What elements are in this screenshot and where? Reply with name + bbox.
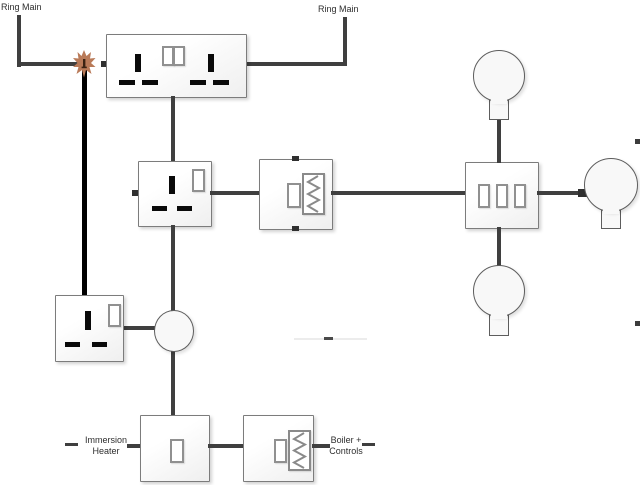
earth-pin-icon [85, 311, 91, 330]
rocker-switch-icon [108, 304, 121, 327]
switch-immersion [140, 415, 210, 482]
fcu-bottom [243, 415, 314, 482]
wire-fcu-to-boiler [312, 444, 330, 448]
spur-marker-star-icon [73, 50, 96, 78]
wire-immersion-to-switch [127, 444, 141, 448]
wire-ring-left-vertical [17, 15, 21, 67]
immersion-heater-label-line1: Immersion [84, 435, 127, 445]
wire-ring-right-vertical [343, 17, 347, 66]
boiler-controls-label: Boiler + Controls [326, 435, 366, 457]
wire-ring-right-horizontal [245, 62, 347, 66]
earth-pin-icon [208, 54, 214, 72]
wire-fcu-to-switch3gang [331, 191, 465, 195]
neutral-pin-icon [177, 206, 192, 211]
switch-3gang [465, 162, 539, 229]
ring-main-left-label: Ring Main [1, 2, 42, 12]
rocker-switch-icon [496, 184, 508, 208]
bulb-right [584, 158, 638, 212]
neutral-pin-icon [92, 342, 107, 347]
bulb-bottom [473, 265, 525, 317]
rocker-switch-icon [192, 169, 205, 192]
wire-midsocket-to-junction [171, 225, 175, 311]
neutral-pin-icon [142, 80, 158, 85]
rocker-switch-icon [514, 184, 526, 208]
rocker-switch-icon [287, 183, 301, 208]
rocker-switch-icon [478, 184, 490, 208]
wire-spur-black [82, 68, 87, 296]
connection-tick-fcu-top [292, 156, 299, 161]
boiler-lead-dash [362, 443, 375, 446]
wire-midsocket-to-fcu [210, 191, 259, 195]
edge-mark-bottom [635, 321, 640, 326]
single-socket-left [55, 295, 124, 362]
wire-junction-to-immersion-switch [171, 349, 175, 416]
fuse-icon [302, 173, 325, 215]
single-socket-mid [138, 161, 212, 227]
boiler-controls-label-line1: Boiler + [330, 435, 362, 445]
connection-tick-fcu-bottom [292, 226, 299, 231]
lamp-join [602, 206, 620, 214]
live-pin-icon [190, 80, 206, 85]
connection-tick-double-socket-left [101, 61, 107, 67]
rocker-switch-icon [170, 439, 184, 463]
immersion-heater-label-line2: Heater [92, 446, 120, 456]
fuse-icon [288, 430, 311, 471]
junction-circle [154, 310, 194, 352]
patch-handle-mark [324, 337, 333, 340]
wire-ring-left-horizontal [17, 62, 79, 66]
immersion-lead-dash [65, 443, 78, 446]
connection-tick-bulb-right [578, 189, 587, 197]
immersion-heater-label: Immersion Heater [80, 435, 132, 457]
neutral-pin-icon [213, 80, 229, 85]
ring-main-right-label: Ring Main [318, 4, 359, 14]
rocker-switch-icon [173, 46, 185, 66]
wire-switch-to-bulb-bottom [497, 227, 501, 267]
boiler-controls-label-line2: Controls [329, 446, 363, 456]
lamp-join [490, 311, 508, 319]
rocker-switch-icon [274, 439, 287, 463]
wire-leftsocket-to-junction [122, 326, 155, 330]
connection-tick-midsocket-left [132, 190, 138, 196]
earth-pin-icon [135, 54, 141, 72]
earth-pin-icon [169, 176, 175, 194]
wire-doublesocket-to-midsocket [171, 96, 175, 162]
edge-mark-top [635, 139, 640, 144]
double-socket-outlet [106, 34, 247, 98]
fcu-mid [259, 159, 333, 230]
wire-switch-to-fcu-bottom [208, 444, 243, 448]
live-pin-icon [152, 206, 167, 211]
wire-switch-to-bulb-top [497, 119, 501, 163]
live-pin-icon [65, 342, 80, 347]
lamp-join [490, 96, 508, 104]
wire-switch-to-bulb-right [537, 191, 583, 195]
live-pin-icon [119, 80, 135, 85]
bulb-top [473, 50, 525, 102]
